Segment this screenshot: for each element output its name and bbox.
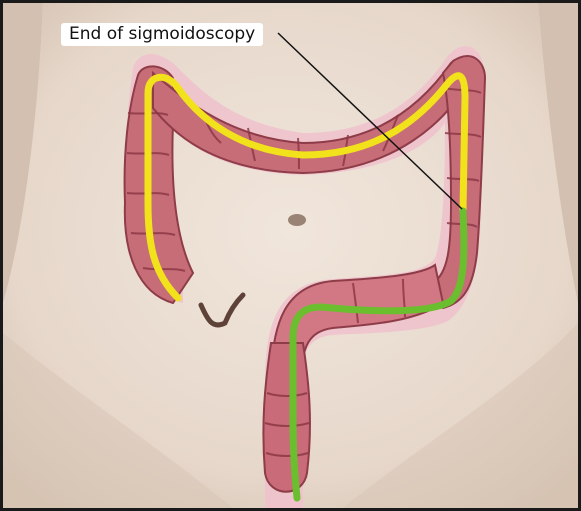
- end-of-sigmoidoscopy-label: End of sigmoidoscopy: [61, 23, 263, 46]
- navel-shape: [288, 214, 306, 226]
- colon-diagram: [3, 3, 578, 508]
- rectum: [263, 343, 310, 492]
